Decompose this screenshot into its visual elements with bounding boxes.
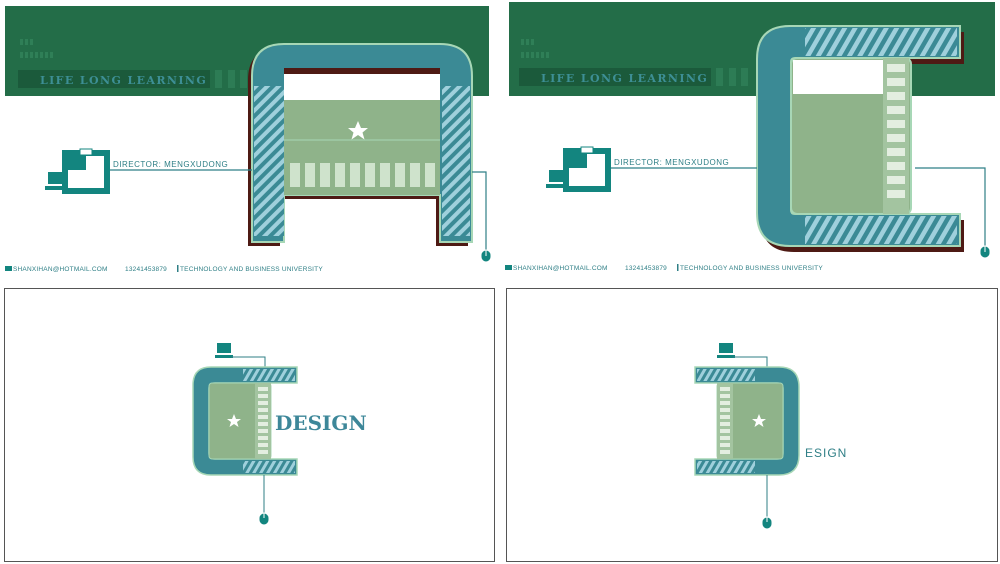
panel-top-right: LIFE LONG LEARNING DIRECTOR: MENGXUDONG … <box>505 0 1000 280</box>
email-text: SHANXIHAN@HOTMAIL.COM <box>13 266 108 273</box>
d-logo-small <box>694 366 800 476</box>
mouse-icon <box>480 249 492 263</box>
panel-bottom-right: ESIGN <box>506 288 998 562</box>
design-word: DESIGN <box>275 411 367 435</box>
mouse-icon <box>761 516 773 530</box>
email-icon <box>5 266 12 271</box>
phone-text: 13241453879 <box>625 265 667 272</box>
star-icon <box>227 414 241 427</box>
mouse-icon <box>258 512 270 526</box>
banner-dots-icon <box>521 39 549 58</box>
banner-title: LIFE LONG LEARNING <box>40 74 207 87</box>
c-logo-shape <box>756 25 964 252</box>
director-label: DIRECTOR: MENGXUDONG <box>113 160 228 169</box>
panel-top-right-graphic: LIFE LONG LEARNING DIRECTOR: MENGXUDONG … <box>505 2 995 272</box>
email-icon <box>505 265 512 270</box>
star-icon <box>752 414 766 427</box>
panel-bottom-right-graphic: ESIGN <box>694 343 847 530</box>
school-text: TECHNOLOGY AND BUSINESS UNIVERSITY <box>680 265 823 272</box>
panel-top-left: LIFE LONG LEARNING DIRECTOR: MENGXUDONG … <box>0 0 495 280</box>
panel-bottom-left-graphic: DESIGN <box>192 343 367 526</box>
phone-text: 13241453879 <box>125 266 167 273</box>
banner-label-box <box>18 70 210 88</box>
banner-dots-icon <box>20 39 53 58</box>
esign-word: ESIGN <box>805 446 847 460</box>
monitor-icon <box>215 343 233 358</box>
panel-top-left-graphic: LIFE LONG LEARNING DIRECTOR: MENGXUDONG … <box>5 6 492 273</box>
banner-label-box <box>519 68 711 86</box>
computer-icon <box>546 146 611 192</box>
computer-icon <box>45 148 110 194</box>
school-text: TECHNOLOGY AND BUSINESS UNIVERSITY <box>180 266 323 273</box>
a-logo-shape <box>248 43 473 246</box>
c-logo-small <box>192 366 298 476</box>
star-icon <box>348 121 368 140</box>
banner-title: LIFE LONG LEARNING <box>541 72 708 85</box>
monitor-icon <box>717 343 735 358</box>
director-label: DIRECTOR: MENGXUDONG <box>614 158 729 167</box>
email-text: SHANXIHAN@HOTMAIL.COM <box>513 265 608 272</box>
mouse-icon <box>979 245 991 259</box>
panel-bottom-left: DESIGN <box>4 288 495 562</box>
